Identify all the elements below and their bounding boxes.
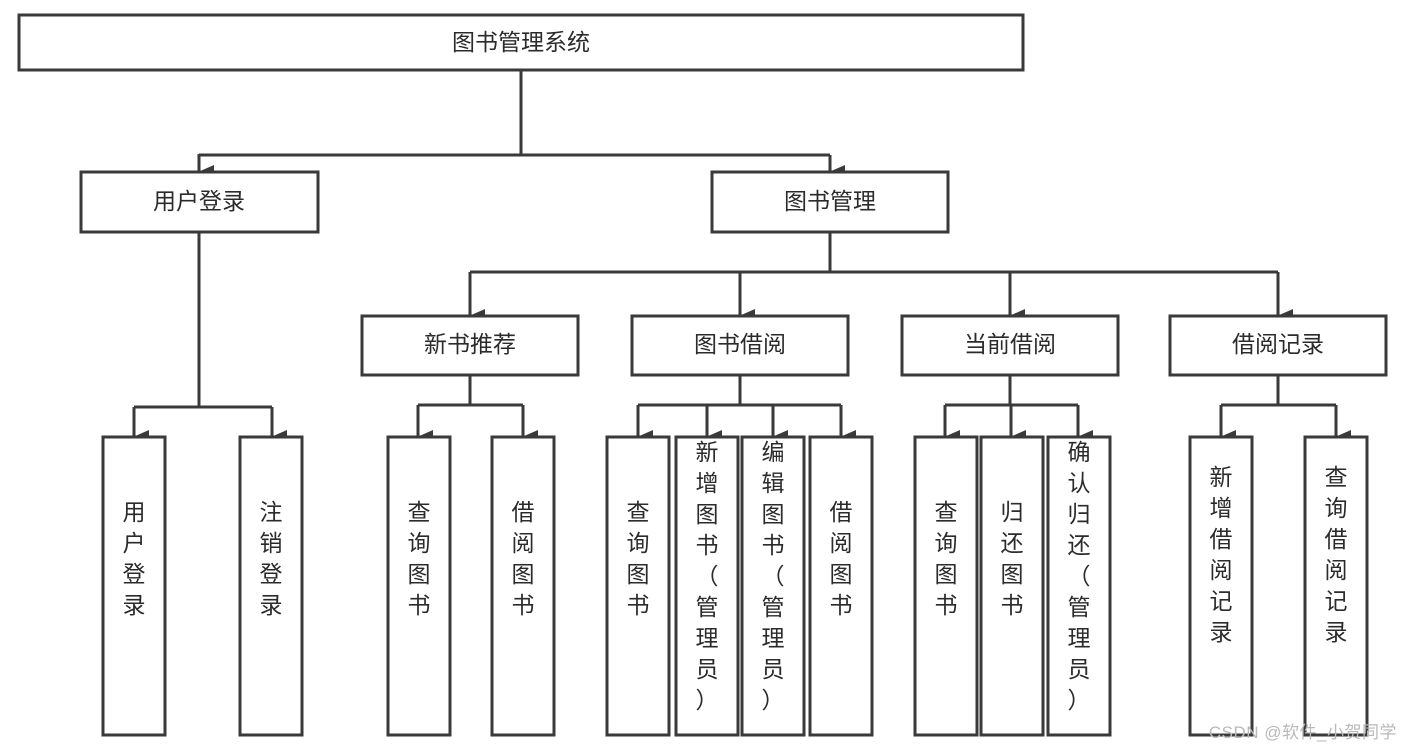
node-book-management-label: 图书管理 [784, 188, 876, 214]
connector-group-book-management-to-level3 [468, 232, 1293, 323]
leaf-edit-book-admin-box[interactable] [740, 435, 806, 737]
leaf-user-login-label: 用户登录 [123, 499, 146, 618]
leaf-query-borrow-record-box[interactable] [1303, 435, 1369, 737]
leaf-node-add-book-admin[interactable]: 新增图书（管理员） [674, 435, 740, 737]
leaf-confirm-return-admin-label: 确认归还（管理员） [1068, 439, 1091, 713]
leaf-query-book-recommend-box[interactable] [386, 435, 452, 737]
leaf-borrow-book-recommend-box[interactable] [490, 435, 556, 737]
connector-group-borrow-record-to-leaves [1219, 375, 1351, 444]
leaf-add-borrow-record-box[interactable] [1188, 435, 1254, 737]
node-book-borrow[interactable]: 图书借阅 [630, 314, 850, 377]
leaf-node-query-book-recommend[interactable]: 查询图书 [386, 435, 452, 737]
leaf-query-book-current-box[interactable] [913, 435, 979, 737]
node-root-book-management-system[interactable]: 图书管理系统 [17, 13, 1025, 72]
leaf-query-book-borrow-label: 查询图书 [627, 499, 650, 618]
leaf-logout-label: 注销登录 [260, 499, 283, 618]
node-book-management[interactable]: 图书管理 [710, 170, 950, 234]
node-book-management-box[interactable] [710, 170, 950, 234]
leaf-add-borrow-record-label: 新增借阅记录 [1210, 464, 1233, 645]
leaf-node-logout[interactable]: 注销登录 [238, 435, 304, 737]
leaf-node-query-book-borrow[interactable]: 查询图书 [605, 435, 671, 737]
leaf-add-book-admin-label: 新增图书（管理员） [696, 439, 719, 713]
connector-group-current-borrow-to-leaves [943, 375, 1093, 444]
node-current-borrow-box[interactable] [900, 314, 1120, 377]
node-current-borrow[interactable]: 当前借阅 [900, 314, 1120, 377]
leaf-add-book-admin-box[interactable] [674, 435, 740, 737]
node-new-book-recommend[interactable]: 新书推荐 [360, 314, 580, 377]
leaf-confirm-return-admin-box[interactable] [1046, 435, 1112, 737]
node-user-login-label: 用户登录 [153, 188, 245, 214]
leaf-query-book-recommend-label: 查询图书 [408, 499, 431, 618]
leaf-borrow-book-recommend-label: 借阅图书 [512, 499, 535, 618]
node-current-borrow-label: 当前借阅 [964, 331, 1056, 357]
leaf-edit-book-admin-label: 编辑图书（管理员） [762, 439, 785, 713]
leaf-node-edit-book-admin[interactable]: 编辑图书（管理员） [740, 435, 806, 737]
watermark-text: CSDN @软件_小贺同学 [1208, 723, 1397, 742]
leaf-return-book-box[interactable] [979, 435, 1045, 737]
node-new-book-recommend-label: 新书推荐 [424, 331, 516, 357]
leaf-node-add-borrow-record[interactable]: 新增借阅记录 [1188, 435, 1254, 737]
connector-group-user-login-to-leaves [132, 232, 287, 444]
leaf-node-query-borrow-record[interactable]: 查询借阅记录 [1303, 435, 1369, 737]
connector-group-new-book-recommend-to-leaves [416, 375, 538, 444]
node-user-login-box[interactable] [79, 170, 320, 234]
leaf-node-query-book-current[interactable]: 查询图书 [913, 435, 979, 737]
leaf-query-book-current-label: 查询图书 [935, 499, 958, 618]
leaf-node-borrow-book-recommend[interactable]: 借阅图书 [490, 435, 556, 737]
leaf-borrow-book-label: 借阅图书 [830, 499, 853, 618]
leaf-node-borrow-book[interactable]: 借阅图书 [808, 435, 874, 737]
leaf-return-book-label: 归还图书 [1001, 499, 1024, 618]
connector-group-root-to-level2 [197, 70, 845, 179]
leaf-node-confirm-return-admin[interactable]: 确认归还（管理员） [1046, 435, 1112, 737]
node-root-label: 图书管理系统 [452, 29, 590, 55]
node-book-borrow-label: 图书借阅 [694, 331, 786, 357]
leaf-user-login-box[interactable] [101, 435, 167, 737]
node-borrow-record[interactable]: 借阅记录 [1168, 314, 1388, 377]
leaf-query-book-borrow-box[interactable] [605, 435, 671, 737]
leaf-node-return-book[interactable]: 归还图书 [979, 435, 1045, 737]
node-borrow-record-box[interactable] [1168, 314, 1388, 377]
connector-group-book-borrow-to-leaves [636, 375, 856, 444]
leaf-node-user-login[interactable]: 用户登录 [101, 435, 167, 737]
node-new-book-recommend-box[interactable] [360, 314, 580, 377]
leaf-logout-box[interactable] [238, 435, 304, 737]
leaf-query-borrow-record-label: 查询借阅记录 [1325, 464, 1348, 645]
node-borrow-record-label: 借阅记录 [1232, 331, 1324, 357]
leaf-borrow-book-box[interactable] [808, 435, 874, 737]
node-root-box[interactable] [17, 13, 1025, 72]
node-book-borrow-box[interactable] [630, 314, 850, 377]
node-user-login[interactable]: 用户登录 [79, 170, 320, 234]
